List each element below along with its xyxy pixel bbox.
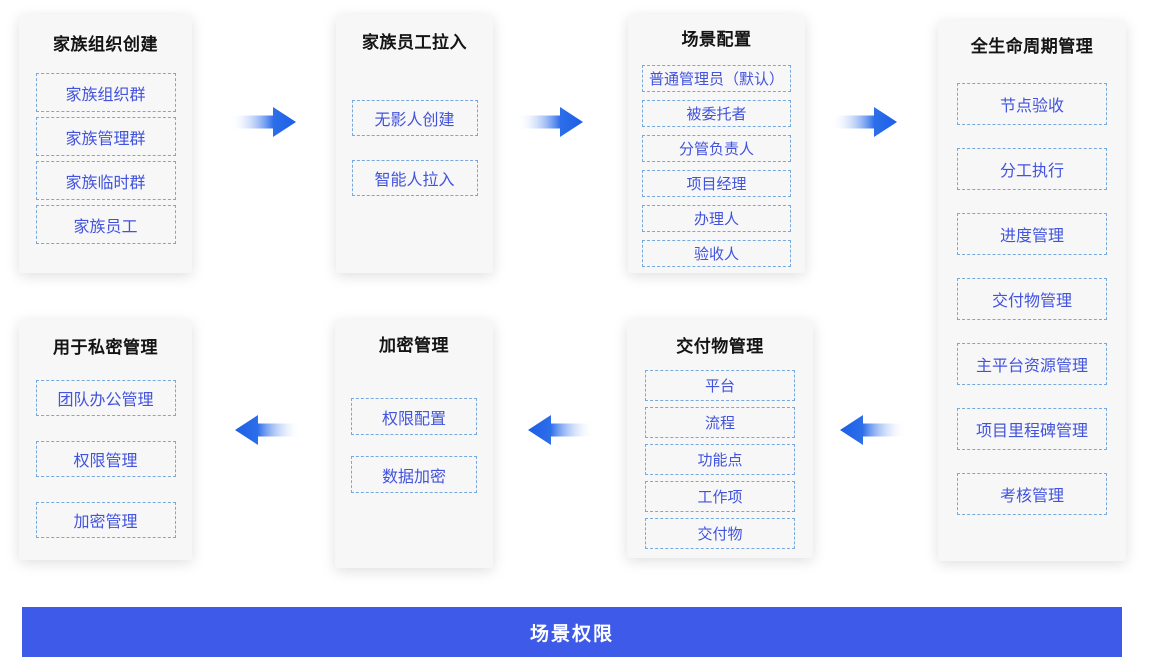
flow-arrow-right-icon [517, 107, 583, 137]
flow-item: 进度管理 [957, 213, 1107, 255]
flow-item: 流程 [645, 407, 795, 438]
scene-permission-banner: 场景权限 [22, 607, 1122, 657]
flow-item: 家族临时群 [35, 161, 176, 200]
card-scene-config: 场景配置 普通管理员（默认） 被委托者 分管负责人 项目经理 办理人 验收人 [628, 15, 805, 273]
card-private-mgmt: 用于私密管理 团队办公管理 权限管理 加密管理 [19, 320, 192, 560]
flow-item: 主平台资源管理 [957, 343, 1107, 385]
card-title: 家族组织创建 [53, 35, 158, 54]
flow-item: 工作项 [645, 481, 795, 512]
flow-item: 家族组织群 [35, 73, 176, 112]
card-item-list: 无影人创建 智能人拉入 [336, 100, 493, 196]
flow-item: 数据加密 [351, 456, 477, 493]
card-title: 加密管理 [379, 336, 449, 355]
card-family-org-creation: 家族组织创建 家族组织群 家族管理群 家族临时群 家族员工 [19, 15, 192, 273]
flow-item: 家族员工 [35, 205, 176, 244]
flow-item: 功能点 [645, 444, 795, 475]
flow-item: 家族管理群 [35, 117, 176, 156]
flow-arrow-left-icon [840, 415, 906, 445]
flow-arrow-right-icon [831, 107, 897, 137]
flow-item: 普通管理员（默认） [642, 65, 791, 92]
flow-item: 考核管理 [957, 473, 1107, 515]
flow-item: 智能人拉入 [351, 160, 478, 196]
card-deliverable-mgmt: 交付物管理 平台 流程 功能点 工作项 交付物 [627, 320, 813, 558]
card-item-list: 普通管理员（默认） 被委托者 分管负责人 项目经理 办理人 验收人 [628, 65, 805, 267]
flow-item: 无影人创建 [351, 100, 478, 136]
card-item-list: 权限配置 数据加密 [335, 398, 493, 493]
card-item-list: 家族组织群 家族管理群 家族临时群 家族员工 [19, 73, 192, 244]
card-item-list: 团队办公管理 权限管理 加密管理 [19, 380, 192, 538]
flow-item: 项目经理 [642, 170, 791, 197]
flow-arrow-left-icon [235, 415, 301, 445]
flow-item: 平台 [645, 370, 795, 401]
flow-item: 团队办公管理 [35, 380, 176, 416]
flow-item: 交付物 [645, 518, 795, 549]
card-encryption-mgmt: 加密管理 权限配置 数据加密 [335, 320, 493, 568]
flow-item: 交付物管理 [957, 278, 1107, 320]
card-title: 场景配置 [681, 30, 752, 49]
flow-item: 权限管理 [35, 441, 176, 477]
flow-arrow-right-icon [230, 107, 296, 137]
card-title: 全生命周期管理 [970, 37, 1094, 56]
flow-item: 加密管理 [35, 502, 176, 538]
card-title: 家族员工拉入 [362, 33, 467, 52]
flow-item: 办理人 [642, 205, 791, 232]
flow-item: 分管负责人 [642, 135, 791, 162]
card-family-staff-pull-in: 家族员工拉入 无影人创建 智能人拉入 [336, 15, 493, 273]
flow-item: 验收人 [642, 240, 791, 267]
card-item-list: 节点验收 分工执行 进度管理 交付物管理 主平台资源管理 项目里程碑管理 考核管… [938, 83, 1126, 515]
banner-label: 场景权限 [529, 623, 614, 645]
card-full-lifecycle-mgmt: 全生命周期管理 节点验收 分工执行 进度管理 交付物管理 主平台资源管理 项目里… [938, 21, 1126, 561]
flow-item: 项目里程碑管理 [957, 408, 1107, 450]
flow-arrow-left-icon [528, 415, 594, 445]
card-title: 交付物管理 [676, 337, 764, 356]
flow-item: 节点验收 [957, 83, 1107, 125]
flow-item: 分工执行 [957, 148, 1107, 190]
card-item-list: 平台 流程 功能点 工作项 交付物 [627, 370, 813, 549]
card-title: 用于私密管理 [53, 338, 158, 357]
flow-item: 权限配置 [351, 398, 477, 435]
flow-item: 被委托者 [642, 100, 791, 127]
